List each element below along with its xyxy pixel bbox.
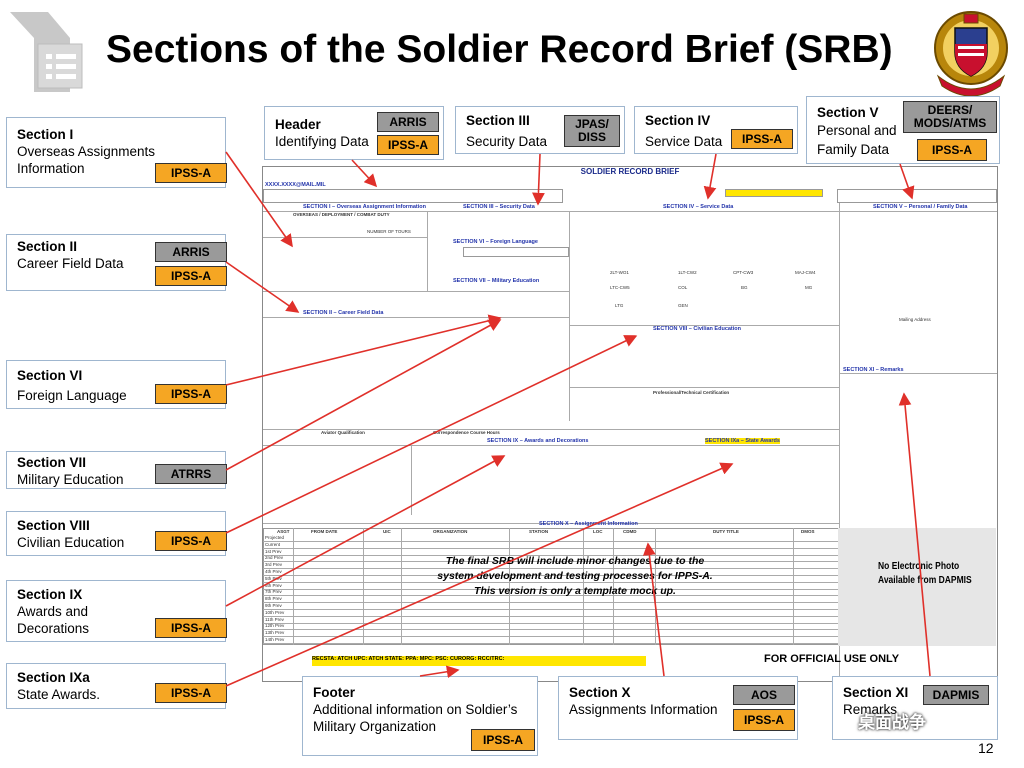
badge-ipss-a: IPSS-A [471,729,535,751]
doc-assignment-row-label: 8th Prev [265,596,282,602]
doc-aviator: Aviator Qualification [321,430,365,435]
badge-ipss-a: IPSS-A [155,683,227,703]
doc-assignment-row-label: 1st Prev [265,548,282,554]
badge-ipss-a: IPSS-A [155,163,227,183]
doc-assignment-row-label: Current [265,541,281,547]
badge-deers-mods-atms: DEERS/ MODS/ATMS [903,101,997,133]
fouo-label: FOR OFFICIAL USE ONLY [764,653,900,665]
callout-section-9: Section IX Awards and Decorations IPSS-A [6,580,227,642]
callout-section-4: Section IV Service Data IPSS-A [634,106,798,154]
template-disclaimer-note: The final SRB will include minor changes… [437,555,713,597]
doc-corr-course: Correspondence Course Hours [433,430,500,435]
doc-assignment-row-label: 7th Prev [265,589,282,595]
doc-number-of-tours: NUMBER OF TOURS [367,229,411,234]
callout-footer: Footer Additional information on Soldier… [302,676,538,756]
callout-section-2: Section II Career Field Data ARRIS IPSS-… [6,234,227,291]
page-number: 12 [978,740,994,756]
doc-assignment-row-label: 10th Prev [265,609,285,615]
doc-assignment-row-label: Projected [265,535,285,540]
doc-assignment-row-label: 9th Prev [265,603,282,608]
doc-section-9: SECTION IX – Awards and Decorations [487,438,589,444]
doc-section-8: SECTION VIII – Civilian Education [653,326,742,332]
callout-section-1: Section I Overseas Assignments Informati… [6,117,227,188]
badge-ipss-a: IPSS-A [917,139,987,161]
badge-ipss-a: IPSS-A [733,709,795,731]
badge-atrrs: ATRRS [155,464,227,484]
page-title: Sections of the Soldier Record Brief (SR… [106,28,893,71]
doc-name-line: XXXX.XXXX@MAIL.MIL [265,182,326,188]
doc-assignment-row-label: 14th Prev [265,637,285,642]
doc-section-3: SECTION III – Security Data [463,204,535,210]
badge-aos: AOS [733,685,795,705]
badge-ipss-a: IPSS-A [155,384,227,404]
callout-section-3: Section III Security Data JPAS/ DISS [455,106,625,154]
doc-assignment-row-label: 3rd Prev [265,562,283,568]
doc-assignment-row-label: 13th Prev [265,630,285,636]
presentation-logo-icon [10,12,83,92]
badge-ipss-a: IPSS-A [731,129,793,149]
doc-assignment-row-label: 5th Prev [265,575,282,581]
doc-mailing: Mailing Address [899,317,931,322]
doc-assignment-row-label: 2nd Prev [265,555,284,561]
badge-jpas-diss: JPAS/ DISS [564,115,620,147]
doc-section-5: SECTION V – Personal / Family Data [873,204,968,210]
callout-section-5: Section V Personal and Family Data DEERS… [806,96,1000,164]
callout-section-6: Section VI Foreign Language IPSS-A [6,360,227,409]
doc-assignment-row-label: 12th Prev [265,623,285,629]
doc-assignment-row-label: 4th Prev [265,569,282,574]
doc-assignment-row-label: 11th Prev [265,616,284,622]
doc-section-11: SECTION XI – Remarks [843,367,904,373]
callout-section-7: Section VII Military Education ATRRS [6,451,227,489]
doc-heading: SOLDIER RECORD BRIEF [580,167,680,176]
doc-prof-cert: Professional/Technical Certification [653,390,730,395]
watermark-text: 桌面战争 [858,713,926,732]
doc-section-2: SECTION II – Career Field Data [303,310,384,316]
doc-section-1: SECTION I – Overseas Assignment Informat… [303,204,426,210]
army-crest-icon [934,11,1008,97]
callout-section-10: Section X Assignments Information AOS IP… [558,676,798,740]
badge-ipss-a: IPSS-A [155,266,227,286]
badge-arris: ARRIS [377,112,439,132]
badge-dapmis: DAPMIS [923,685,989,705]
doc-assignment-row-label: 6th Prev [265,582,282,588]
badge-ipss-a: IPSS-A [155,531,227,551]
doc-section-7: SECTION VII – Military Education [453,278,540,284]
doc-section-4: SECTION IV – Service Data [663,204,734,210]
doc-footer-strip: RECSTA: ATCH UPC: ATCH STATE: PPA: MPC: … [312,656,646,666]
callout-section-9a: Section IXa State Awards. IPSS-A [6,663,227,709]
callout-section-11: Section XI Remarks DAPMIS [832,676,998,740]
badge-ipss-a: IPSS-A [155,618,227,638]
badge-arris: ARRIS [155,242,227,262]
doc-section-6: SECTION VI – Foreign Language [453,239,538,245]
doc-section-10: SECTION X – Assignment Information [539,521,638,527]
callout-header: Header Identifying Data ARRIS IPSS-A [264,106,444,160]
callout-section-8: Section VIII Civilian Education IPSS-A [6,511,227,556]
doc-section-9a: SECTION IXa – State Awards [705,438,780,444]
badge-ipss-a: IPSS-A [377,135,439,155]
doc-overseas-duty: OVERSEAS / DEPLOYMENT / COMBAT DUTY [293,212,390,217]
